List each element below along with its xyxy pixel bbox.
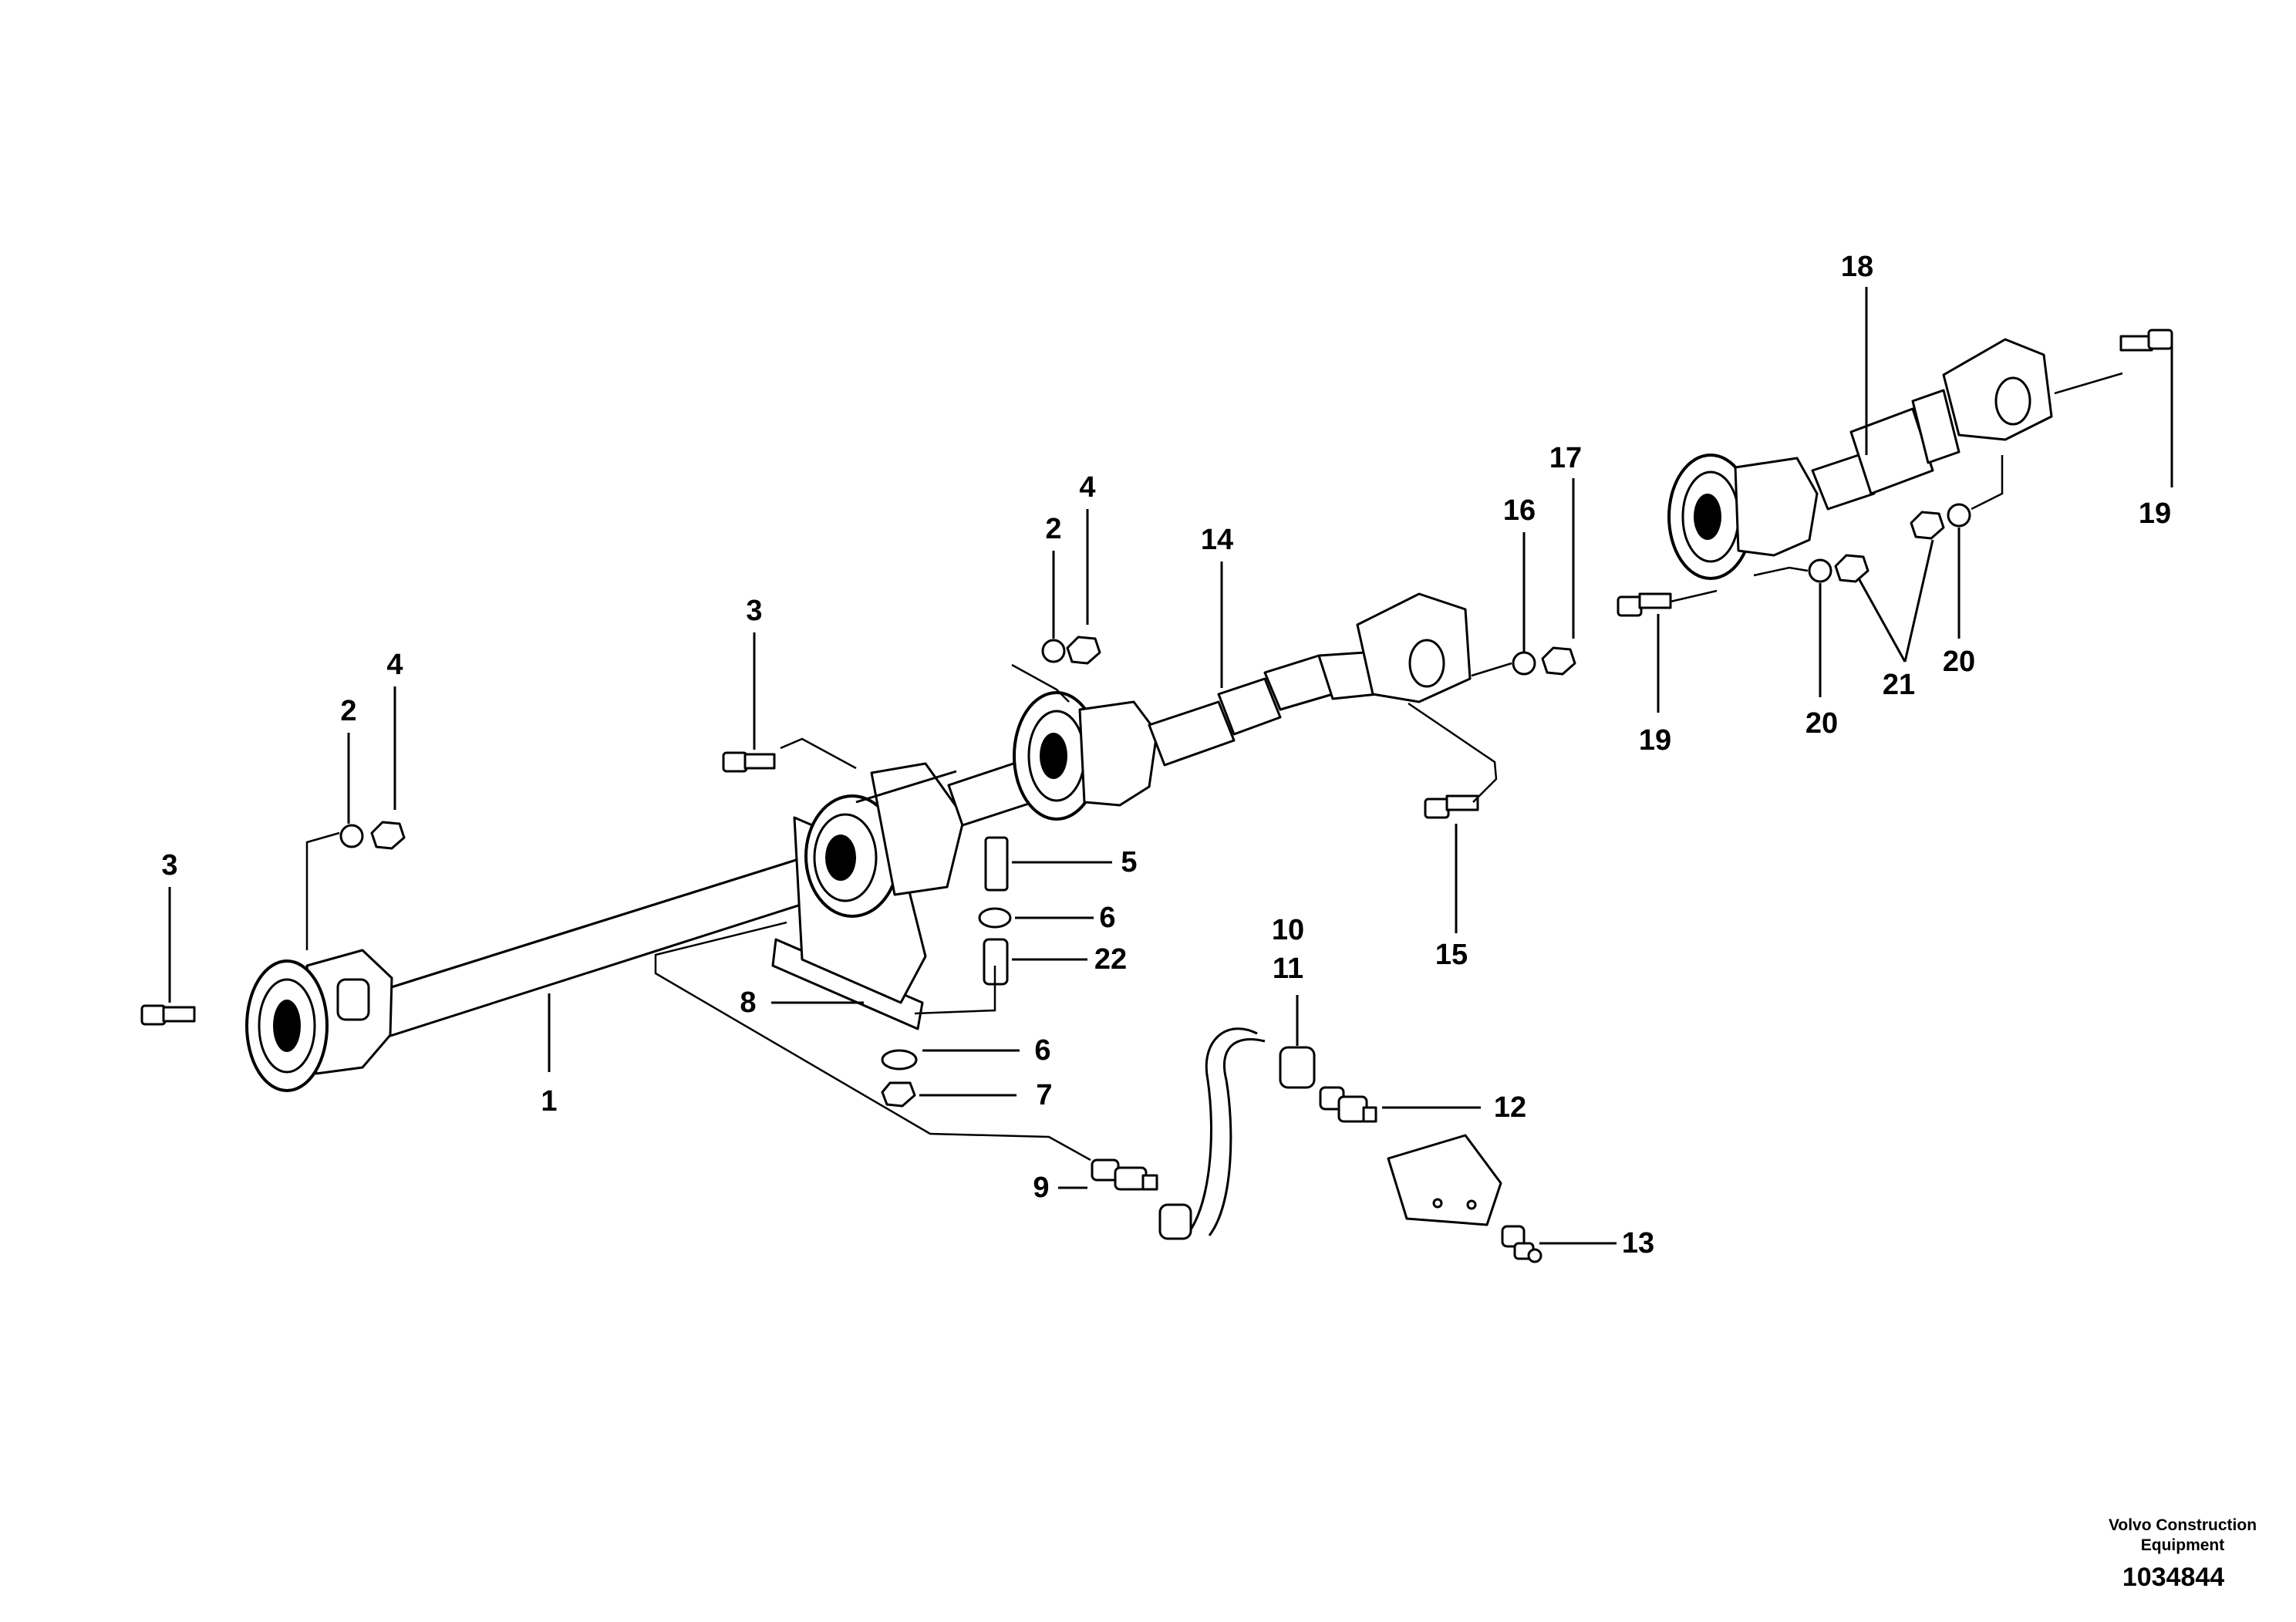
rear-shaft: [1667, 338, 2053, 580]
washer-6-bottom: [881, 1049, 918, 1071]
company-name-line2: Equipment: [2141, 1536, 2225, 1554]
bolt-19-right: [2119, 329, 2173, 352]
callout-6-bottom: 6: [1034, 1034, 1050, 1067]
callout-labels: 1 2 4 2 4 3 3 5 6 22 6 7 8 9 10 11 12 13…: [161, 251, 2171, 1259]
company-name-line1: Volvo Construction: [2109, 1516, 2257, 1534]
fitting-9: [1091, 1158, 1158, 1191]
flange-yoke-mid: [1013, 691, 1158, 821]
nut-17: [1541, 646, 1576, 676]
nut-21-right: [1910, 511, 1945, 540]
center-bearing-support: [771, 762, 966, 1030]
callout-11: 11: [1273, 953, 1303, 985]
bolt-3-center: [722, 751, 776, 773]
callout-22: 22: [1094, 943, 1127, 976]
callout-4-left: 4: [386, 649, 403, 681]
callout-15: 15: [1435, 939, 1468, 971]
propeller-shaft-front: [245, 847, 853, 1092]
nut-4-center: [1066, 636, 1101, 665]
bracket-12: [1387, 1134, 1502, 1226]
nut-21-left: [1834, 554, 1870, 583]
lube-hose-assembly: [1091, 1027, 1542, 1263]
washer-2-left: [339, 824, 364, 848]
fitting-10-11: [1279, 1046, 1316, 1089]
callout-1: 1: [541, 1085, 557, 1118]
callout-7: 7: [1036, 1079, 1052, 1111]
callout-19-left: 19: [1639, 724, 1671, 757]
callout-20-right: 20: [1943, 646, 1975, 678]
washer-20-left: [1808, 558, 1832, 583]
intermediate-shaft: [947, 592, 1472, 827]
nut-7: [881, 1081, 916, 1108]
callout-2-center: 2: [1045, 513, 1061, 545]
callout-9: 9: [1033, 1172, 1049, 1204]
callout-8: 8: [740, 986, 756, 1019]
callout-4-center: 4: [1079, 471, 1095, 504]
washer-20-right: [1947, 503, 1971, 528]
drawing-number: 1034844: [2122, 1563, 2224, 1592]
callout-18: 18: [1841, 251, 1873, 283]
fasteners: [140, 329, 2173, 1108]
bolt-3-left: [140, 1004, 196, 1026]
callout-3-left: 3: [161, 849, 177, 882]
washer-16: [1512, 651, 1536, 676]
group-brackets: [305, 372, 2123, 1162]
callout-20-left: 20: [1805, 707, 1838, 740]
bolt-19-left: [1617, 592, 1672, 617]
callout-16: 16: [1503, 494, 1536, 527]
callout-10: 10: [1272, 914, 1304, 946]
callout-14: 14: [1201, 524, 1233, 556]
nut-4-left: [370, 821, 406, 850]
callout-13: 13: [1622, 1227, 1654, 1259]
grease-nipple-13: [1501, 1225, 1542, 1263]
bolt-5: [984, 836, 1009, 892]
fitting-12: [1319, 1086, 1377, 1123]
washer-6-top: [978, 907, 1012, 929]
washer-2-center: [1041, 639, 1066, 663]
callout-2-left: 2: [340, 695, 356, 727]
footer: Volvo Construction Equipment 1034844: [2109, 1516, 2257, 1592]
callout-leaders: [168, 287, 2173, 1245]
bolt-15: [1424, 794, 1479, 819]
callout-21: 21: [1883, 669, 1915, 701]
callout-3-center: 3: [746, 595, 762, 627]
callout-5: 5: [1121, 846, 1137, 878]
flange-yoke-left: [245, 949, 393, 1092]
hose-end-9: [1158, 1203, 1192, 1240]
callout-19-right: 19: [2139, 497, 2171, 530]
callout-17: 17: [1549, 442, 1582, 474]
callout-12: 12: [1494, 1091, 1526, 1124]
callout-6-top: 6: [1099, 902, 1115, 934]
